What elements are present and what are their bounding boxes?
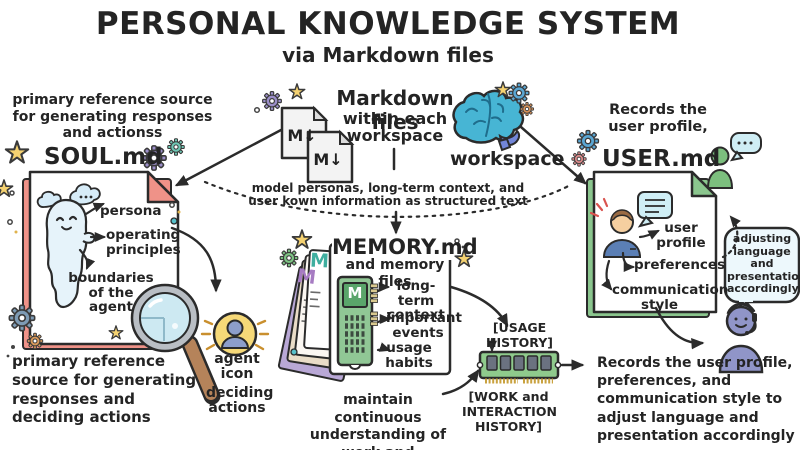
soul-caption-bottom: primary reference source for generating … (12, 352, 197, 427)
user-item-profile: user profile (656, 220, 706, 251)
user-document (586, 170, 718, 318)
star-icon (288, 83, 306, 100)
star-icon (291, 229, 313, 249)
page-title: PERSONAL KNOWLEDGE SYSTEM (95, 6, 681, 42)
memory-item-longterm: long-term context (387, 278, 445, 324)
user-item-preferences: preferences (634, 257, 726, 273)
gear-icon (568, 148, 590, 170)
user-caption-bottom: Records the user profile, preferences, a… (597, 355, 795, 444)
soul-caption-top: primary reference source for generating … (12, 92, 213, 142)
memory-chip-letter: M (347, 284, 363, 302)
memory-item-usage: usage habits (385, 340, 433, 371)
soul-item-boundaries: boundaries of the agent (68, 270, 154, 316)
user-avatar-icon (589, 197, 642, 258)
soul-item-operating-principles: operating principles (106, 227, 181, 258)
hub-heading-line2: within each (342, 109, 448, 128)
memory-subheading: and memory files (345, 257, 445, 290)
chat-dots-bubble-icon (729, 132, 762, 162)
markdown-file-icon (306, 129, 355, 184)
ram-stick-icon (476, 350, 562, 384)
adjusting-bubble-text: adjusting language and presentation acco… (727, 232, 800, 296)
memory-heading: MEMORY.md (332, 235, 478, 261)
star-icon (4, 140, 30, 164)
connector-arrows (78, 125, 741, 396)
markdown-file-glyph: M↓ (287, 126, 317, 145)
hub-heading-line1: Markdown files (336, 86, 454, 134)
work-history-label: [WORK and INTERACTION HISTORY] (462, 389, 557, 434)
memory-stack-letter: M (309, 249, 330, 273)
user-heading: USER.md (602, 146, 721, 172)
page-subtitle: via Markdown files (282, 43, 494, 67)
soul-item-persona: persona (100, 203, 162, 219)
user-item-style: communication style (612, 282, 729, 313)
hub-note: model personas, long-term context, and u… (248, 181, 528, 209)
memory-caption-bottom: maintain continuous understanding of wor… (309, 392, 447, 450)
brain-icon (452, 89, 525, 152)
hub-heading-line3: workspace (346, 126, 444, 145)
magnifier-icon (130, 283, 221, 405)
user-person-icon (706, 146, 734, 189)
markdown-file-glyph: M↓ (313, 150, 343, 169)
workspace-label: workspace (450, 148, 565, 170)
agent-action-label: deciding actions (206, 385, 274, 417)
agent-icon (200, 311, 270, 357)
headset-person-icon (718, 302, 764, 374)
usage-history-label: [USAGE HISTORY] (486, 320, 553, 350)
user-caption-top: Records the user profile, (608, 102, 708, 136)
memory-chip-icon (336, 275, 378, 370)
ghost-icon (36, 183, 101, 309)
soul-heading: SOUL.md (44, 144, 163, 170)
agent-icon-label: agent icon (214, 351, 260, 383)
user-speech-bubble-icon (637, 191, 673, 228)
memory-item-events: important events (386, 310, 462, 341)
